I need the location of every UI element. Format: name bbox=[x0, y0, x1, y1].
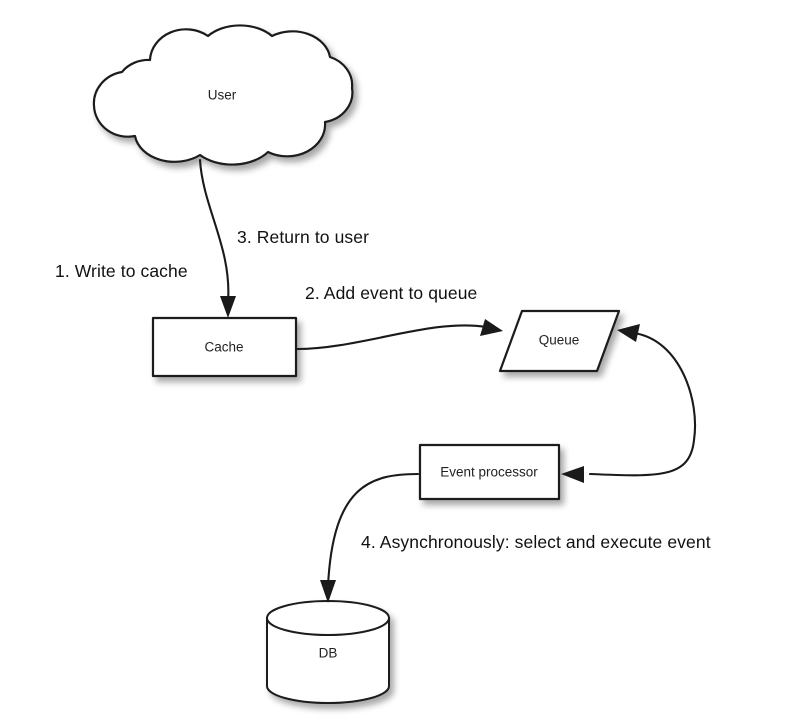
node-cache-label: Cache bbox=[204, 340, 243, 355]
edge-cache-to-queue bbox=[295, 319, 503, 351]
node-db-label: DB bbox=[319, 646, 338, 661]
node-db[interactable]: DB bbox=[266, 600, 390, 704]
node-event-processor[interactable]: Event processor bbox=[418, 443, 561, 501]
edge-user-to-cache bbox=[198, 158, 236, 318]
edge-loop-arrowhead-processor bbox=[561, 466, 584, 483]
queue-parallelogram bbox=[498, 309, 621, 373]
edge-event-processor-to-db bbox=[320, 472, 420, 603]
db-lid bbox=[266, 600, 390, 636]
cloud-shape bbox=[92, 24, 354, 166]
node-user-label: User bbox=[208, 88, 237, 103]
node-queue-label: Queue bbox=[539, 333, 580, 348]
node-user[interactable]: User bbox=[92, 24, 354, 166]
cache-rect bbox=[151, 316, 298, 378]
edge-user-to-cache-arrowhead bbox=[220, 296, 236, 318]
edge-queue-event-processor-path bbox=[588, 331, 696, 477]
step-label-2: 2. Add event to queue bbox=[305, 283, 478, 303]
event-processor-rect bbox=[418, 443, 561, 501]
edge-event-processor-to-db-path bbox=[326, 472, 420, 588]
step-label-3: 3. Return to user bbox=[237, 227, 370, 247]
step-label-1: 1. Write to cache bbox=[55, 261, 188, 281]
edge-cache-to-queue-path bbox=[295, 324, 488, 351]
edge-user-to-cache-path bbox=[198, 158, 230, 304]
node-cache[interactable]: Cache bbox=[151, 316, 298, 378]
node-queue[interactable]: Queue bbox=[498, 309, 621, 373]
node-event-processor-label: Event processor bbox=[440, 465, 538, 480]
db-body bbox=[266, 617, 390, 704]
edge-loop-arrowhead-queue bbox=[617, 324, 640, 342]
edge-event-processor-to-db-arrowhead bbox=[320, 580, 336, 603]
step-label-4: 4. Asynchronously: select and execute ev… bbox=[361, 532, 711, 552]
edge-cache-to-queue-arrowhead bbox=[480, 319, 503, 336]
edge-queue-event-processor-loop bbox=[561, 324, 696, 483]
